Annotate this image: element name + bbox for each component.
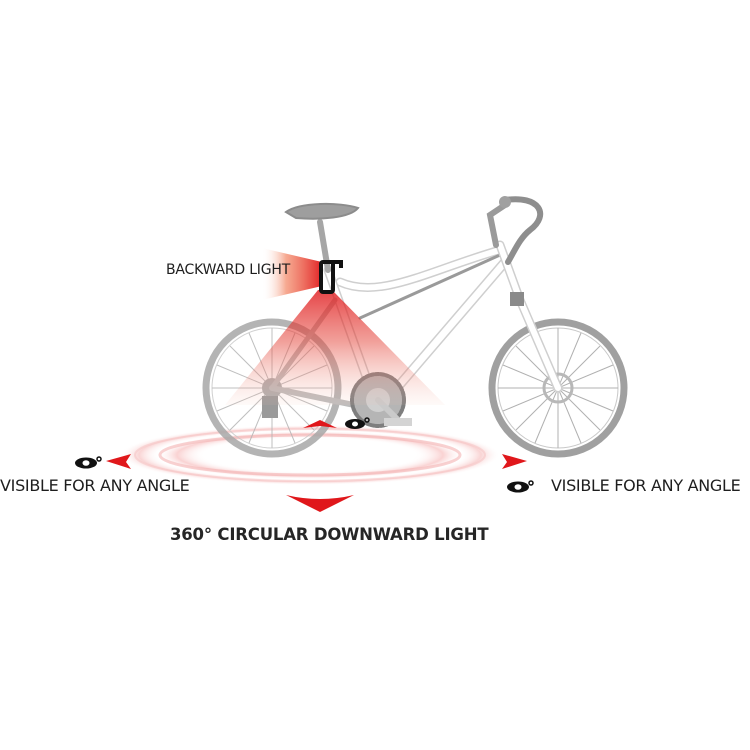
downward-light-cone — [225, 290, 445, 405]
visible-angle-label-left: VISIBLE FOR ANY ANGLE — [0, 476, 190, 495]
backward-light-label: BACKWARD LIGHT — [166, 262, 291, 278]
red-arrow-down-icon — [286, 495, 354, 512]
red-arrow-left-icon — [106, 454, 131, 469]
red-arrow-up-icon — [303, 420, 337, 428]
visible-angle-label-right: VISIBLE FOR ANY ANGLE — [551, 476, 741, 495]
backward-light-beam — [262, 248, 322, 300]
bike-light-unit — [319, 260, 343, 294]
eye-icon-center — [345, 417, 370, 429]
eye-icon-left — [75, 456, 102, 469]
downward-light-label: 360° CIRCULAR DOWNWARD LIGHT — [170, 525, 489, 544]
eye-icon-right — [507, 480, 534, 493]
red-arrow-right-icon — [502, 454, 527, 469]
